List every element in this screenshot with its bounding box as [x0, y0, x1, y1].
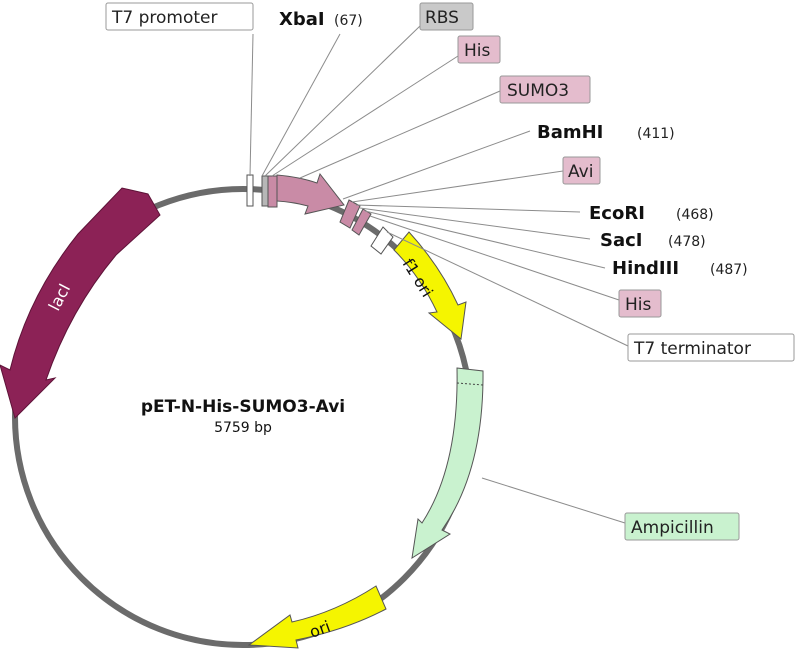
avi-feature[interactable]	[339, 199, 361, 229]
saci-site-name[interactable]: SacI	[600, 230, 642, 251]
t7-terminator-label: T7 terminator	[633, 339, 751, 359]
his-n-label: His	[464, 41, 491, 61]
his-n-feature[interactable]	[267, 175, 278, 208]
sumo3-feature[interactable]	[276, 172, 345, 215]
leader-lines	[249, 25, 629, 524]
his-c-label-box[interactable]	[618, 289, 662, 318]
t7-promoter-label-box[interactable]	[105, 2, 254, 31]
his-c-feature[interactable]	[351, 208, 372, 236]
laci-feature[interactable]	[0, 187, 161, 419]
t7-terminator-label-box[interactable]	[627, 333, 795, 362]
plasmid-length: 5759 bp	[214, 420, 272, 436]
bamhi-site-pos: (411)	[637, 126, 675, 142]
saci-site-pos: (478)	[668, 234, 706, 250]
t7-promoter-feature[interactable]	[246, 174, 254, 207]
sumo3-label-box[interactable]	[499, 75, 591, 104]
xbai-site-pos: (67)	[334, 13, 363, 29]
t7-promoter-label: T7 promoter	[111, 8, 218, 28]
ampicillin-feature[interactable]	[411, 367, 484, 560]
sumo3-label: SUMO3	[507, 81, 569, 101]
ampicillin-label: Ampicillin	[631, 518, 714, 538]
hindiii-site-pos: (487)	[710, 262, 748, 278]
xbai-site-name[interactable]: XbaI	[279, 9, 325, 30]
ecori-site-pos: (468)	[676, 207, 714, 223]
avi-label: Avi	[568, 162, 593, 182]
rbs-label: RBS	[425, 8, 459, 28]
ampicillin-label-box[interactable]	[624, 512, 740, 541]
ecori-site-name[interactable]: EcoRI	[589, 203, 645, 224]
bamhi-site-name[interactable]: BamHI	[537, 122, 603, 143]
his-n-label-box[interactable]	[457, 35, 501, 64]
rbs-label-box[interactable]	[419, 2, 474, 31]
f1-ori-feature[interactable]	[393, 231, 467, 340]
plasmid-name: pET-N-His-SUMO3-Avi	[141, 397, 345, 417]
avi-label-box[interactable]	[562, 156, 601, 185]
his-c-label: His	[625, 295, 652, 315]
ori-feature[interactable]	[247, 585, 387, 649]
hindiii-site-name[interactable]: HindIII	[612, 258, 679, 279]
ampicillin-promoter-mark	[456, 382, 484, 386]
rbs-feature[interactable]	[261, 175, 269, 207]
